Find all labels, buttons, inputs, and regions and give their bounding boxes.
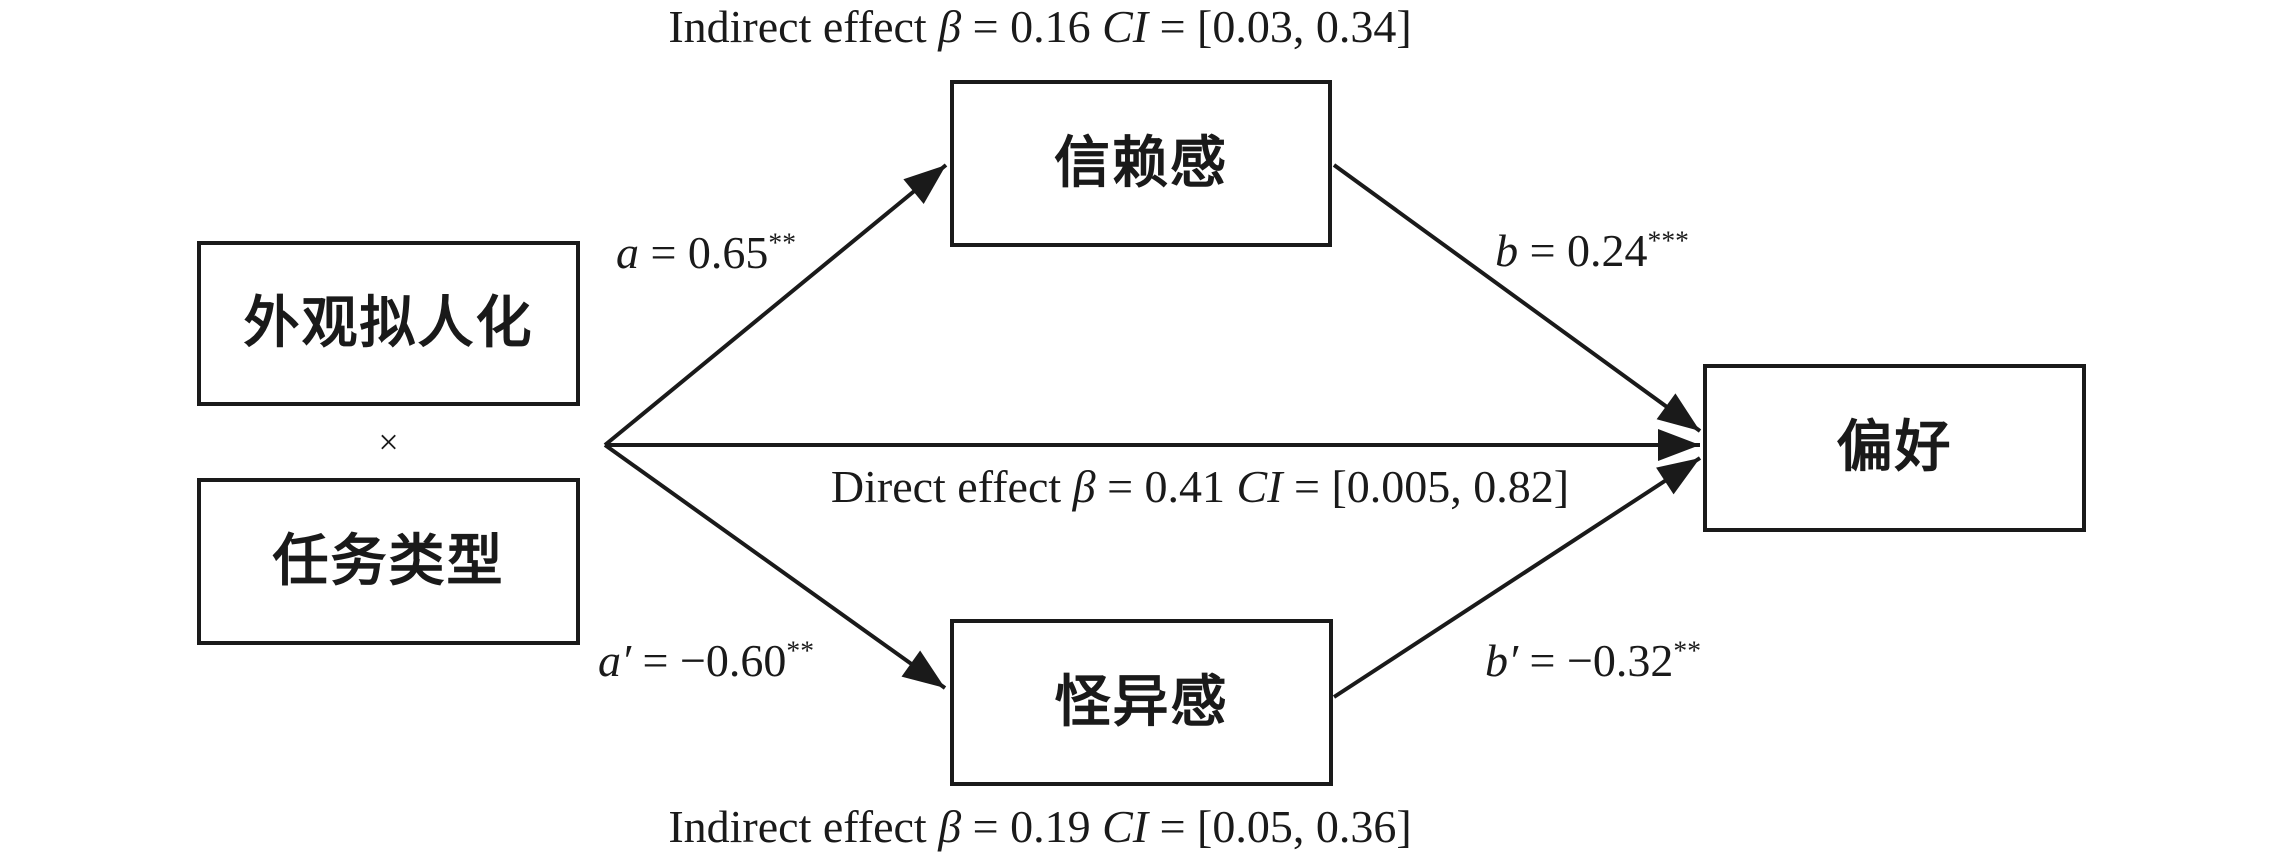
indirect-bottom-prefix: Indirect effect <box>668 801 939 852</box>
path-b-prime-label: b′ = −0.32** <box>1484 634 1702 686</box>
moderator-label: 任务类型 <box>272 530 505 593</box>
indirect-top-beta-symbol: β <box>938 1 962 52</box>
indirect-top-ci-value: = [0.03, 0.34] <box>1148 1 1412 52</box>
path-a-label: a = 0.65** <box>615 226 797 278</box>
direct-effect-label: Direct effect β = 0.41 CI = [0.005, 0.82… <box>831 464 1569 510</box>
mediator-top-box: 信赖感 <box>950 80 1332 247</box>
path-b-prime-arrow <box>1332 456 1702 699</box>
indirect-effect-bottom-label: Indirect effect β = 0.19 CI = [0.05, 0.3… <box>668 804 1411 850</box>
path-a-variable: a <box>615 226 639 278</box>
path-b-arrow <box>1332 163 1702 433</box>
indirect-top-beta-value: = 0.16 <box>961 1 1103 52</box>
predictor-box: 外观拟人化 <box>197 241 580 406</box>
path-b-value: = 0.24 <box>1518 224 1648 276</box>
indirect-bottom-ci-symbol: CI <box>1102 801 1149 852</box>
path-a-value: = 0.65 <box>638 226 769 278</box>
path-a-prime-arrow <box>603 443 947 690</box>
path-a-prime-significance: ** <box>786 634 815 666</box>
mediator-bottom-box: 怪异感 <box>950 619 1333 786</box>
indirect-bottom-beta-symbol: β <box>938 801 962 852</box>
path-a-arrow <box>603 163 948 447</box>
outcome-box: 偏好 <box>1703 364 2086 532</box>
path-b-prime-variable: b′ <box>1484 634 1519 686</box>
outcome-label: 偏好 <box>1836 417 1953 479</box>
path-b-prime-value: = −0.32 <box>1518 634 1674 686</box>
path-a-prime-variable: a′ <box>597 634 632 686</box>
direct-beta-value: = 0.41 <box>1095 461 1237 512</box>
direct-ci-symbol: CI <box>1236 461 1283 512</box>
predictor-label: 外观拟人化 <box>243 292 534 355</box>
multiplication-sign: × <box>378 422 399 462</box>
direct-ci-value: = [0.005, 0.82] <box>1282 461 1570 512</box>
path-a-prime-value: = −0.60 <box>631 634 787 686</box>
moderator-box: 任务类型 <box>197 478 580 645</box>
path-a-significance: ** <box>768 226 797 258</box>
direct-beta-symbol: β <box>1072 461 1096 512</box>
path-b-prime-significance: ** <box>1673 634 1702 666</box>
direct-prefix: Direct effect <box>830 461 1073 512</box>
indirect-bottom-beta-value: = 0.19 <box>961 801 1103 852</box>
path-b-variable: b <box>1495 224 1519 276</box>
mediator-top-label: 信赖感 <box>1054 132 1228 195</box>
indirect-top-ci-symbol: CI <box>1102 1 1149 52</box>
interaction-symbol: × <box>197 406 580 478</box>
path-b-label: b = 0.24*** <box>1495 224 1689 276</box>
indirect-effect-top-label: Indirect effect β = 0.16 CI = [0.03, 0.3… <box>668 4 1411 50</box>
indirect-top-prefix: Indirect effect <box>668 1 939 52</box>
mediator-bottom-label: 怪异感 <box>1054 671 1229 734</box>
path-b-significance: *** <box>1647 224 1689 256</box>
path-a-prime-label: a′ = −0.60** <box>597 634 815 686</box>
indirect-bottom-ci-value: = [0.05, 0.36] <box>1148 801 1412 852</box>
